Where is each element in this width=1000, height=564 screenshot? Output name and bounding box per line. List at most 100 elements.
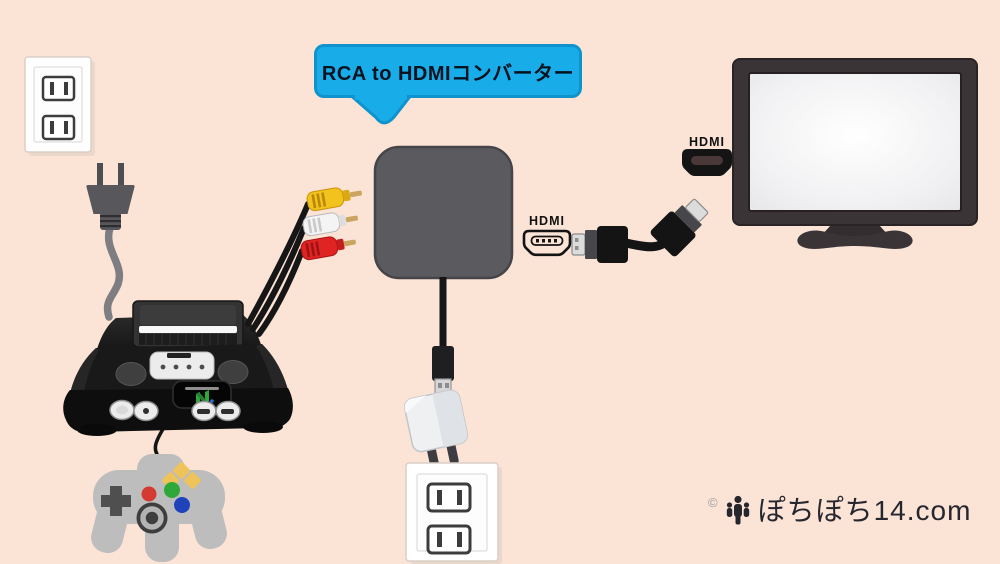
decor	[311, 194, 317, 209]
decor	[77, 424, 117, 436]
console-logo	[205, 390, 209, 403]
decor	[438, 383, 442, 388]
socket-slot	[50, 121, 54, 134]
wall-outlet-top-left	[24, 56, 95, 156]
wall-outlet-bottom	[405, 462, 502, 564]
decor	[167, 353, 191, 358]
console-logo	[196, 392, 206, 402]
decor	[116, 405, 128, 415]
rca-tip	[349, 190, 363, 198]
socket-slot	[64, 121, 68, 134]
hdmi-plug-body	[597, 226, 628, 263]
decor	[321, 192, 327, 207]
decor	[338, 214, 347, 227]
rca-tip	[345, 215, 359, 223]
callout-label: RCA to HDMIコンバーター	[321, 62, 575, 85]
callout-bubble: RCA to HDMIコンバーター	[314, 44, 582, 98]
console-vent-right	[217, 360, 249, 384]
decor	[536, 239, 539, 243]
decor	[432, 390, 468, 447]
decor	[310, 242, 316, 257]
socket-slot	[50, 82, 54, 95]
decor	[691, 156, 723, 165]
decor	[342, 189, 351, 202]
people-logo-icon	[726, 495, 749, 525]
tv	[732, 58, 978, 249]
outlet-socket-top	[41, 75, 76, 102]
decor	[542, 239, 545, 243]
start-button	[141, 486, 157, 502]
decor	[554, 239, 557, 243]
decor	[140, 305, 236, 325]
decor	[404, 395, 427, 414]
decor	[348, 95, 414, 125]
console-vent-left	[115, 362, 147, 386]
outlet-socket-bottom	[41, 114, 76, 141]
decor	[307, 219, 313, 234]
tv-screen	[748, 72, 962, 212]
decor	[140, 506, 164, 530]
memory-bay-panel	[149, 351, 215, 380]
decor	[100, 215, 121, 218]
decor	[70, 348, 99, 394]
hdmi-port-converter-icon	[522, 229, 572, 257]
decor	[316, 193, 322, 208]
decor	[585, 230, 597, 259]
decor	[530, 235, 564, 246]
site-name: ぽちぽち14.com	[757, 495, 972, 526]
decor	[186, 364, 192, 370]
av-cable-red	[256, 248, 305, 337]
decor	[312, 218, 318, 233]
av-cables	[245, 201, 311, 337]
decor	[575, 246, 579, 250]
rca-plug-white	[302, 212, 359, 237]
socket-slot	[457, 490, 462, 505]
hdmi-label-tv: HDMI	[689, 135, 725, 149]
hdmi-plug-right	[650, 198, 709, 257]
game-controller	[91, 454, 227, 562]
decor	[143, 408, 149, 414]
decor	[305, 243, 311, 258]
power-plug	[86, 163, 135, 230]
console-front	[63, 388, 293, 433]
cartridge-slot-highlight	[139, 326, 237, 333]
av-cable-yellow	[245, 201, 311, 327]
hdmi-metal-tip	[685, 198, 709, 222]
power-cable	[103, 224, 124, 321]
decor	[256, 344, 288, 391]
decor	[210, 399, 214, 403]
copyright-symbol: ©	[708, 495, 718, 510]
decor	[197, 409, 210, 414]
decor	[315, 241, 321, 256]
hdmi-label-converter: HDMI	[529, 214, 565, 228]
decor	[575, 238, 579, 242]
socket-slot	[437, 532, 442, 547]
decor	[445, 383, 449, 388]
hdmi-port-tv-icon	[682, 149, 732, 176]
decor	[100, 220, 121, 223]
socket-slot	[437, 490, 442, 505]
watermark: © ぽちぽち14.com	[708, 489, 971, 529]
controller-body	[91, 454, 227, 562]
decor	[317, 217, 323, 232]
controller-cable	[153, 428, 165, 459]
hdmi-metal-tip	[571, 233, 586, 256]
c-button	[173, 462, 190, 479]
decor	[173, 364, 179, 370]
game-console	[63, 300, 293, 436]
callout-tail	[348, 95, 414, 125]
hdmi-plug-left	[571, 226, 628, 263]
decor	[243, 421, 283, 433]
decor	[355, 95, 407, 100]
decor	[221, 409, 234, 414]
rca-plug-yellow	[306, 187, 363, 212]
decor	[160, 364, 166, 370]
decor	[100, 225, 121, 228]
c-button	[184, 472, 201, 489]
usb-power-adapter	[403, 389, 469, 469]
cartridge-slot	[139, 334, 237, 345]
plug-prong	[97, 163, 103, 186]
rca-plug-red	[300, 236, 357, 261]
outlet-socket-bottom	[426, 524, 472, 555]
